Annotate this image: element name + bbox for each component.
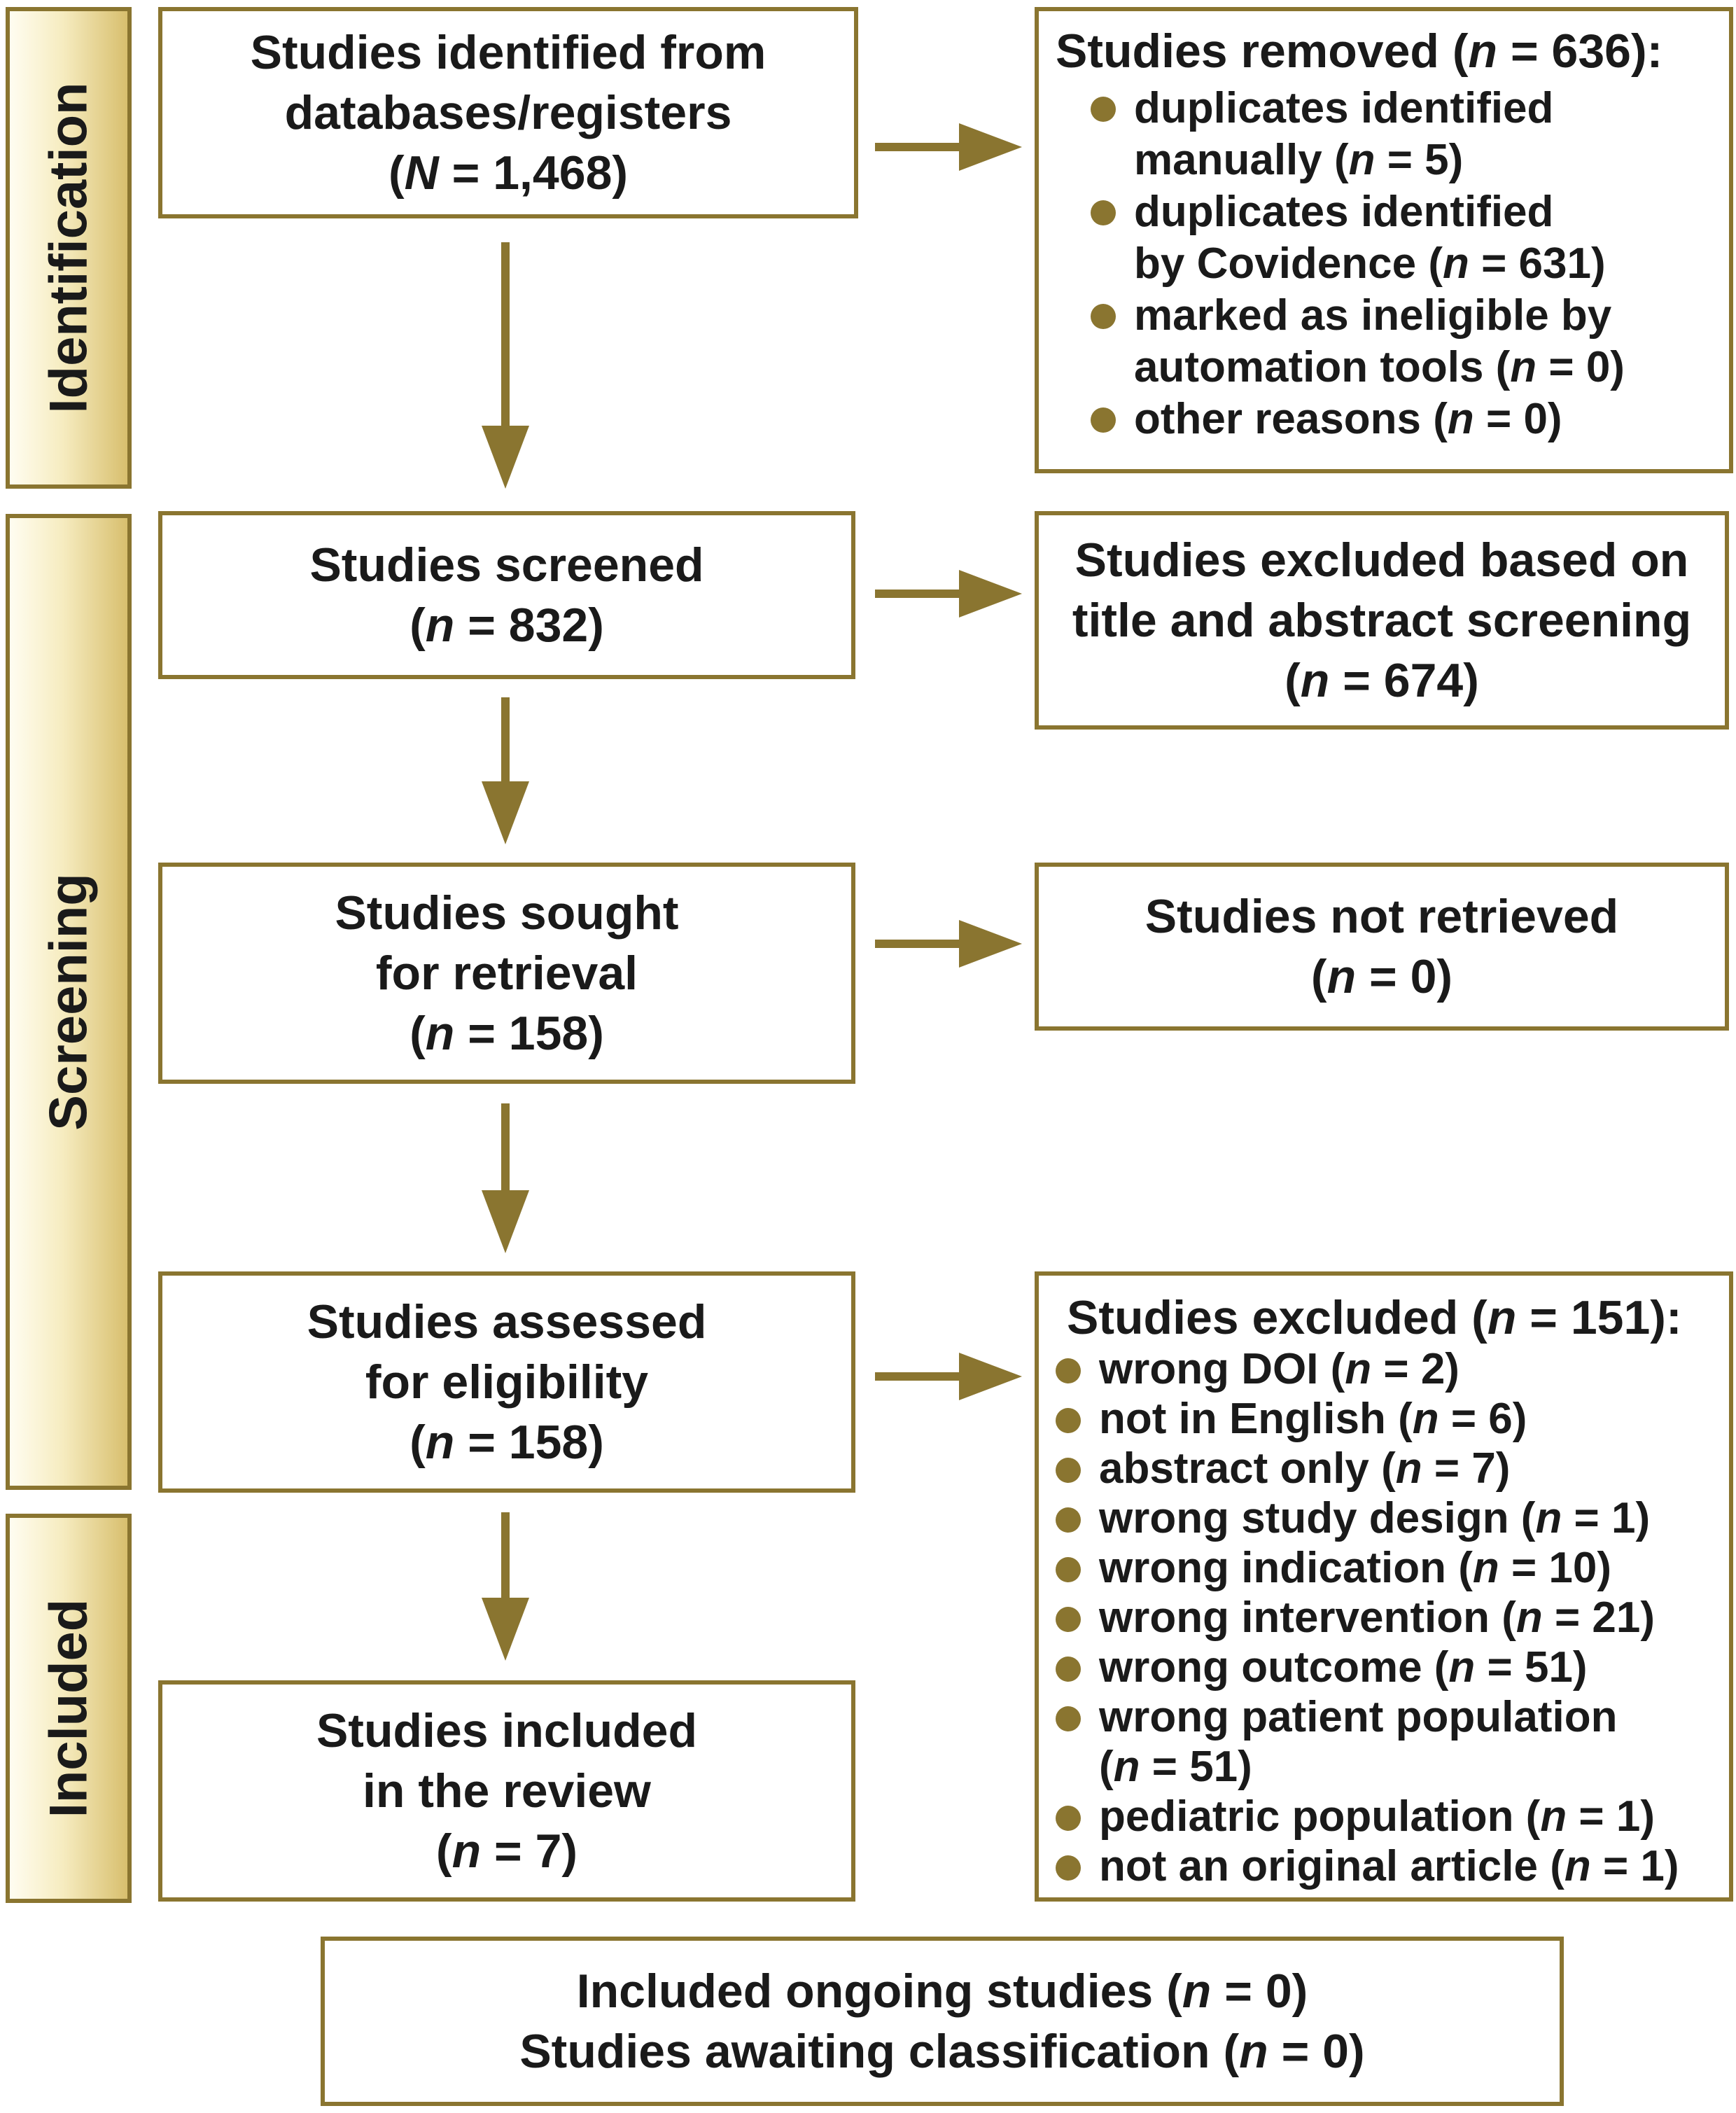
excluded-heading: Studies excluded (n = 151): xyxy=(1067,1291,1682,1344)
box-ongoing: Included ongoing studies (n = 0) Studies… xyxy=(321,1937,1564,2106)
bullet-icon xyxy=(1056,1408,1081,1433)
excluded-title-line2: title and abstract screening xyxy=(1072,594,1692,647)
list-item: marked as ineligible by automation tools… xyxy=(1091,290,1729,393)
list-item: wrong study design (n = 1) xyxy=(1056,1493,1729,1543)
arrow-right-icon xyxy=(875,920,1022,968)
phase-included: Included xyxy=(6,1514,132,1903)
box-removed: Studies removed (n = 636): duplicates id… xyxy=(1035,7,1733,473)
sought-count: (n = 158) xyxy=(410,1007,604,1060)
arrow-right-icon xyxy=(875,570,1022,618)
sought-line1: Studies sought xyxy=(335,886,679,940)
box-excluded-title: Studies excluded based on title and abst… xyxy=(1035,511,1729,730)
phase-identification: Identification xyxy=(6,7,132,489)
bullet-icon xyxy=(1056,1607,1081,1632)
bullet-icon xyxy=(1056,1855,1081,1881)
list-item: abstract only (n = 7) xyxy=(1056,1444,1729,1493)
removed-heading: Studies removed (n = 636): xyxy=(1056,25,1663,78)
box-identified: Studies identified from databases/regist… xyxy=(158,7,858,218)
arrow-down-icon xyxy=(482,697,529,844)
not-retrieved-line1: Studies not retrieved xyxy=(1144,890,1619,943)
included-line2: in the review xyxy=(363,1764,651,1818)
arrow-right-icon xyxy=(875,123,1022,171)
bullet-icon xyxy=(1056,1706,1081,1731)
bullet-icon xyxy=(1091,304,1116,329)
excluded-title-line1: Studies excluded based on xyxy=(1074,534,1689,587)
identified-count: (N = 1,468) xyxy=(388,146,629,200)
bullet-icon xyxy=(1056,1507,1081,1533)
arrow-right-icon xyxy=(875,1353,1022,1400)
list-item: not an original article (n = 1) xyxy=(1056,1841,1729,1891)
list-item: other reasons (n = 0) xyxy=(1091,393,1729,445)
bullet-icon xyxy=(1056,1458,1081,1483)
list-item: wrong intervention (n = 21) xyxy=(1056,1593,1729,1643)
box-assessed: Studies assessed for eligibility (n = 15… xyxy=(158,1271,855,1493)
box-not-retrieved: Studies not retrieved (n = 0) xyxy=(1035,863,1729,1031)
assessed-line2: for eligibility xyxy=(365,1355,649,1409)
bullet-icon xyxy=(1091,407,1116,433)
excluded-title-count: (n = 674) xyxy=(1284,654,1479,707)
identified-line1: Studies identified from xyxy=(250,26,766,79)
ongoing-line2: Studies awaiting classification (n = 0) xyxy=(519,2025,1365,2078)
bullet-icon xyxy=(1091,200,1116,225)
box-excluded: Studies excluded (n = 151): wrong DOI (n… xyxy=(1035,1271,1733,1902)
screened-line1: Studies screened xyxy=(309,538,704,592)
not-retrieved-count: (n = 0) xyxy=(1310,950,1453,1003)
identified-line2: databases/registers xyxy=(284,86,732,139)
screened-count: (n = 832) xyxy=(410,599,604,652)
box-included: Studies included in the review (n = 7) xyxy=(158,1680,855,1902)
bullet-icon xyxy=(1056,1358,1081,1383)
phase-screening: Screening xyxy=(6,514,132,1490)
sought-line2: for retrieval xyxy=(375,947,638,1000)
list-item: wrong indication (n = 10) xyxy=(1056,1543,1729,1593)
bullet-icon xyxy=(1056,1557,1081,1582)
included-line1: Studies included xyxy=(316,1704,698,1757)
assessed-count: (n = 158) xyxy=(410,1416,604,1469)
bullet-icon xyxy=(1056,1657,1081,1682)
list-item: not in English (n = 6) xyxy=(1056,1394,1729,1444)
bullet-icon xyxy=(1056,1806,1081,1831)
list-item: pediatric population (n = 1) xyxy=(1056,1792,1729,1841)
bullet-icon xyxy=(1091,97,1116,122)
list-item: duplicates identified manually (n = 5) xyxy=(1091,83,1729,186)
list-item: duplicates identified by Covidence (n = … xyxy=(1091,186,1729,290)
box-sought: Studies sought for retrieval (n = 158) xyxy=(158,863,855,1084)
list-item: wrong DOI (n = 2) xyxy=(1056,1344,1729,1394)
arrow-down-icon xyxy=(482,1512,529,1661)
removed-list: duplicates identified manually (n = 5) d… xyxy=(1091,83,1729,445)
list-item: wrong outcome (n = 51) xyxy=(1056,1643,1729,1692)
arrow-down-icon xyxy=(482,1103,529,1253)
arrow-down-icon xyxy=(482,242,529,489)
list-item: wrong patient population(n = 51) xyxy=(1056,1692,1729,1792)
excluded-list: wrong DOI (n = 2) not in English (n = 6)… xyxy=(1056,1344,1729,1891)
assessed-line1: Studies assessed xyxy=(307,1295,707,1348)
included-count: (n = 7) xyxy=(435,1825,578,1878)
ongoing-line1: Included ongoing studies (n = 0) xyxy=(576,1965,1308,2018)
box-screened: Studies screened (n = 832) xyxy=(158,511,855,679)
